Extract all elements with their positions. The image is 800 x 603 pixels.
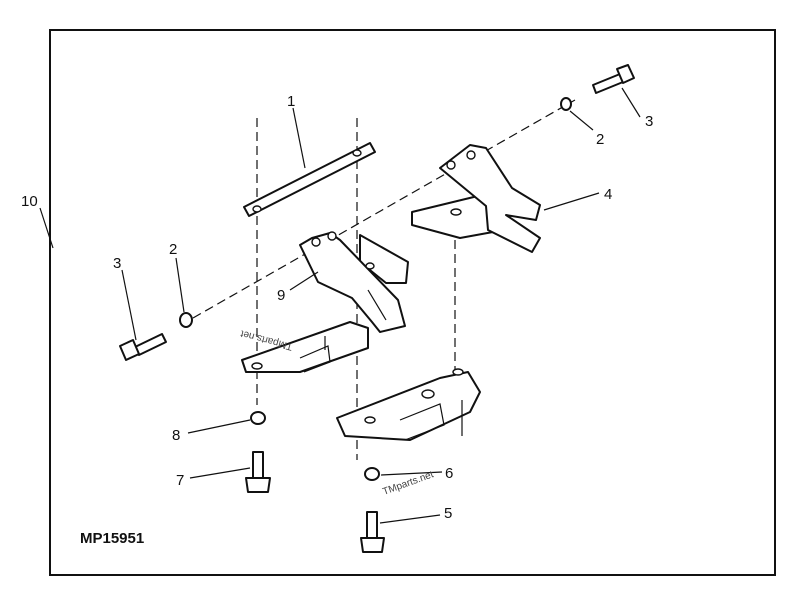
bolt-part-3-upper: [592, 64, 635, 94]
watermark-left: TMparts.net: [239, 327, 294, 351]
figure-code: MP15951: [80, 530, 144, 547]
bracket-part-4: [411, 144, 541, 253]
bracket-part-9: [299, 231, 409, 333]
callout-2-lower: 2: [169, 241, 177, 258]
callout-1: 1: [287, 93, 295, 110]
leader-lines: [39, 87, 641, 524]
callout-3-lower: 3: [113, 255, 121, 272]
washer-part-2-upper: [560, 97, 572, 111]
nut-part-8: [250, 411, 266, 425]
left-base-plate: [241, 321, 369, 373]
strap-part-1: [243, 142, 376, 217]
callout-4: 4: [604, 186, 612, 203]
callout-10: 10: [21, 193, 38, 210]
diagram-frame: [49, 29, 776, 576]
bolt-part-7: [245, 451, 271, 493]
callout-5: 5: [444, 505, 452, 522]
washer-part-2-lower: [179, 312, 193, 328]
nut-part-6: [364, 467, 380, 481]
callout-8: 8: [172, 427, 180, 444]
callout-2-upper: 2: [596, 131, 604, 148]
bolt-part-3-lower: [119, 333, 167, 361]
right-base-plate: [336, 368, 481, 441]
callout-9: 9: [277, 287, 285, 304]
callout-7: 7: [176, 472, 184, 489]
callout-3-upper: 3: [645, 113, 653, 130]
callout-6: 6: [445, 465, 453, 482]
bolt-part-5: [360, 511, 385, 553]
